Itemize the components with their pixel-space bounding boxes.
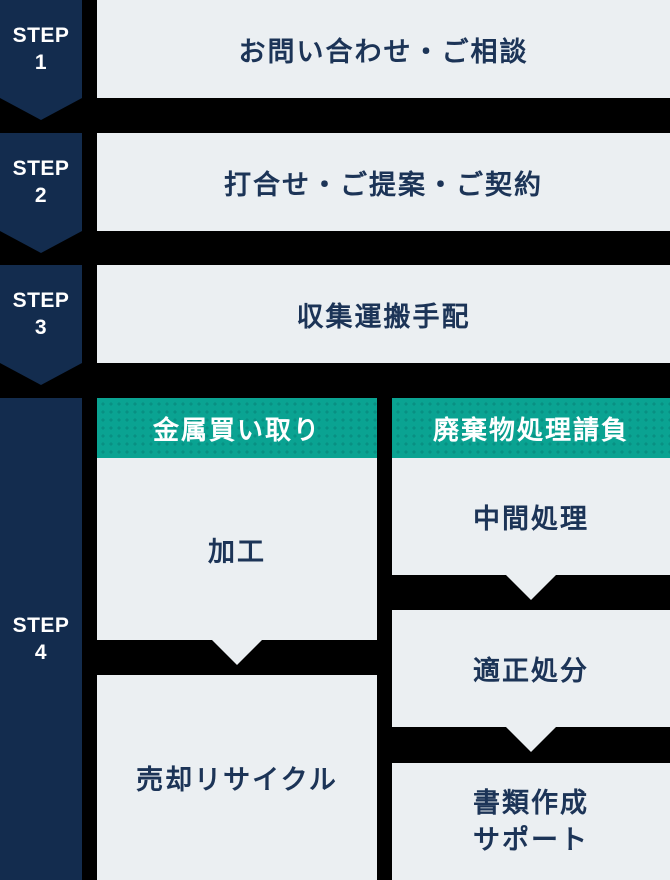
waste-column-header: 廃棄物処理請負 xyxy=(392,398,670,458)
waste-column-header-label: 廃棄物処理請負 xyxy=(432,414,629,445)
step-1-number: 1 xyxy=(34,51,48,74)
sale-recycle-label: 売却リサイクル xyxy=(136,765,338,795)
step-3-badge: STEP 3 xyxy=(0,265,82,385)
processing-box: 加工 xyxy=(97,458,377,665)
step-1-panel: お問い合わせ・ご相談 xyxy=(97,0,670,98)
step-4-badge: STEP 4 xyxy=(0,398,82,880)
step-3-text: 収集運搬手配 xyxy=(296,301,471,332)
step-1-badge: STEP 1 xyxy=(0,0,82,120)
step-3-panel: 収集運搬手配 xyxy=(97,265,670,363)
step-2-label: STEP xyxy=(12,156,70,180)
metal-column-header: 金属買い取り xyxy=(97,398,377,458)
step-1-text: お問い合わせ・ご相談 xyxy=(238,36,529,67)
intermediate-processing-box: 中間処理 xyxy=(392,458,670,600)
step-4-label: STEP xyxy=(12,613,70,637)
document-support-label: 書類作成 サポート xyxy=(473,788,589,855)
metal-column-header-label: 金属買い取り xyxy=(152,414,321,445)
intermediate-processing-label: 中間処理 xyxy=(473,504,589,534)
processing-label: 加工 xyxy=(208,536,266,567)
step-2-text: 打合せ・ご提案・ご契約 xyxy=(224,169,543,200)
step-2-panel: 打合せ・ご提案・ご契約 xyxy=(97,133,670,231)
step-1-label: STEP xyxy=(12,23,70,47)
step-2-number: 2 xyxy=(34,184,48,207)
step-2-badge: STEP 2 xyxy=(0,133,82,253)
proper-disposal-label: 適正処分 xyxy=(473,656,589,686)
step-3-number: 3 xyxy=(34,316,48,339)
step-4-number: 4 xyxy=(34,641,48,664)
sale-recycle-box: 売却リサイクル xyxy=(97,675,377,880)
step-3-label: STEP xyxy=(12,288,70,312)
document-support-box: 書類作成 サポート xyxy=(392,763,670,880)
proper-disposal-box: 適正処分 xyxy=(392,610,670,752)
